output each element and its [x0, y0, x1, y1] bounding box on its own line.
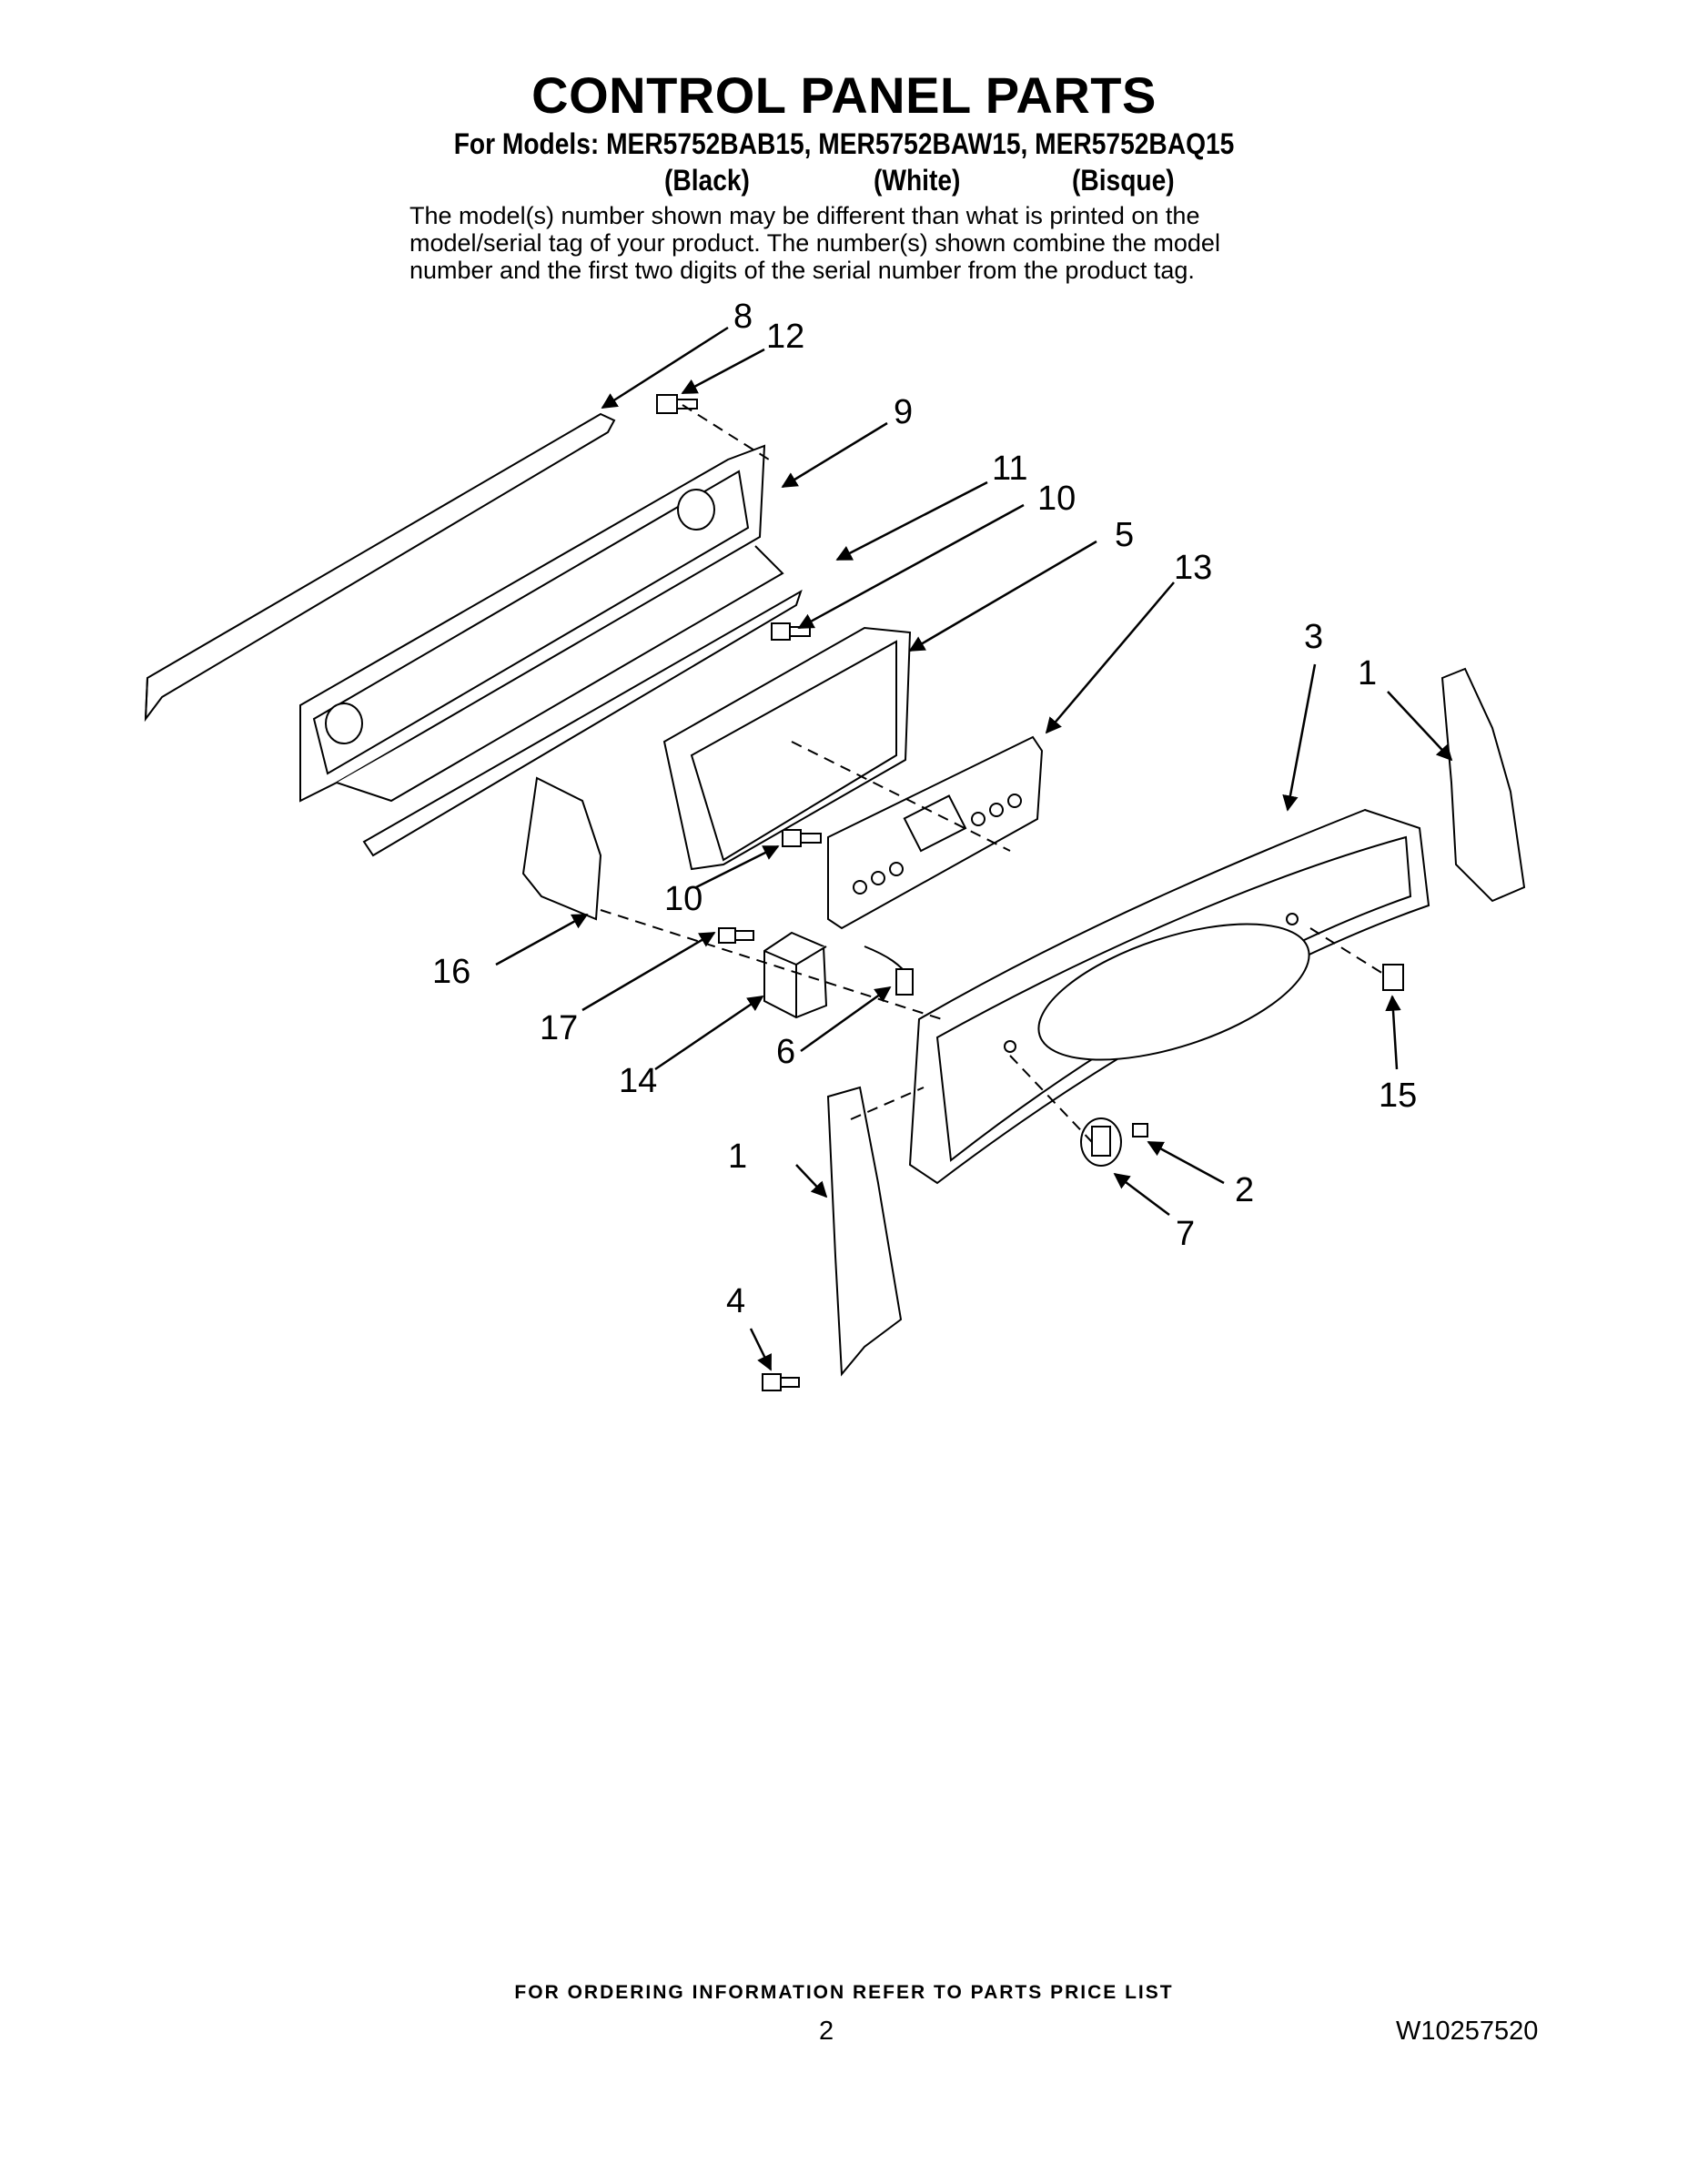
- part-1-side-bracket-left: [826, 1086, 903, 1377]
- callout-2: 2: [1235, 1171, 1254, 1209]
- page-number: 2: [819, 2017, 834, 2046]
- part-4-screw: [762, 1373, 800, 1391]
- callout-17: 17: [540, 1009, 578, 1047]
- callout-leaders: [495, 326, 1453, 1371]
- models-line: For Models: MER5752BAB15, MER5752BAW15, …: [453, 127, 1235, 160]
- callout-6: 6: [776, 1033, 795, 1071]
- callout-3: 3: [1304, 618, 1323, 656]
- part-7-knob: [1080, 1117, 1122, 1167]
- part-8-rear-trim: [144, 412, 616, 723]
- color-white-label: (White): [874, 164, 961, 197]
- part-16-bracket: [521, 776, 602, 921]
- callout-9: 9: [894, 393, 913, 431]
- callout-14: 14: [619, 1062, 657, 1100]
- callout-labels: 8 12 9 11 10 5 13 3 1 16 10 17 14 6 15 1…: [432, 298, 1417, 1320]
- part-13-control-board: [827, 735, 1044, 930]
- color-black-label: (Black): [664, 164, 750, 197]
- callout-8: 8: [733, 298, 753, 336]
- part-14-switch-block: [763, 931, 828, 1019]
- disclaimer-line-1: The model(s) number shown may be differe…: [409, 202, 1200, 229]
- part-10-screw-lower: [782, 829, 822, 847]
- callout-16: 16: [432, 953, 470, 991]
- part-9-console-housing: [299, 444, 803, 857]
- callout-13: 13: [1174, 549, 1212, 587]
- part-6-wire-harness: [864, 945, 914, 996]
- disclaimer-line-3: number and the first two digits of the s…: [409, 257, 1195, 284]
- document-id: W10257520: [1396, 2017, 1539, 2046]
- part-17-screw: [718, 927, 754, 944]
- callout-15: 15: [1379, 1077, 1417, 1115]
- color-bisque-label: (Bisque): [1072, 164, 1175, 197]
- callout-5: 5: [1115, 516, 1134, 554]
- page-title: CONTROL PANEL PARTS: [531, 66, 1157, 124]
- disclaimer-line-2: model/serial tag of your product. The nu…: [409, 229, 1220, 257]
- callout-10-lower: 10: [664, 880, 702, 918]
- callout-10-upper: 10: [1037, 480, 1076, 518]
- callout-4: 4: [726, 1282, 745, 1320]
- model-number-disclaimer: The model(s) number shown may be differe…: [409, 202, 1319, 284]
- callout-1-left: 1: [728, 1138, 747, 1176]
- ordering-note: FOR ORDERING INFORMATION REFER TO PARTS …: [514, 1982, 1174, 2003]
- part-1-side-bracket-right: [1440, 667, 1526, 903]
- part-2-screw: [1132, 1123, 1148, 1138]
- callout-7: 7: [1176, 1215, 1195, 1253]
- callout-1-right: 1: [1358, 654, 1377, 693]
- part-5-control-housing: [662, 626, 912, 871]
- part-3-console-panel: [908, 808, 1430, 1185]
- callout-11: 11: [992, 450, 1027, 488]
- callout-12: 12: [766, 318, 804, 356]
- part-15-indicator-light: [1382, 964, 1404, 991]
